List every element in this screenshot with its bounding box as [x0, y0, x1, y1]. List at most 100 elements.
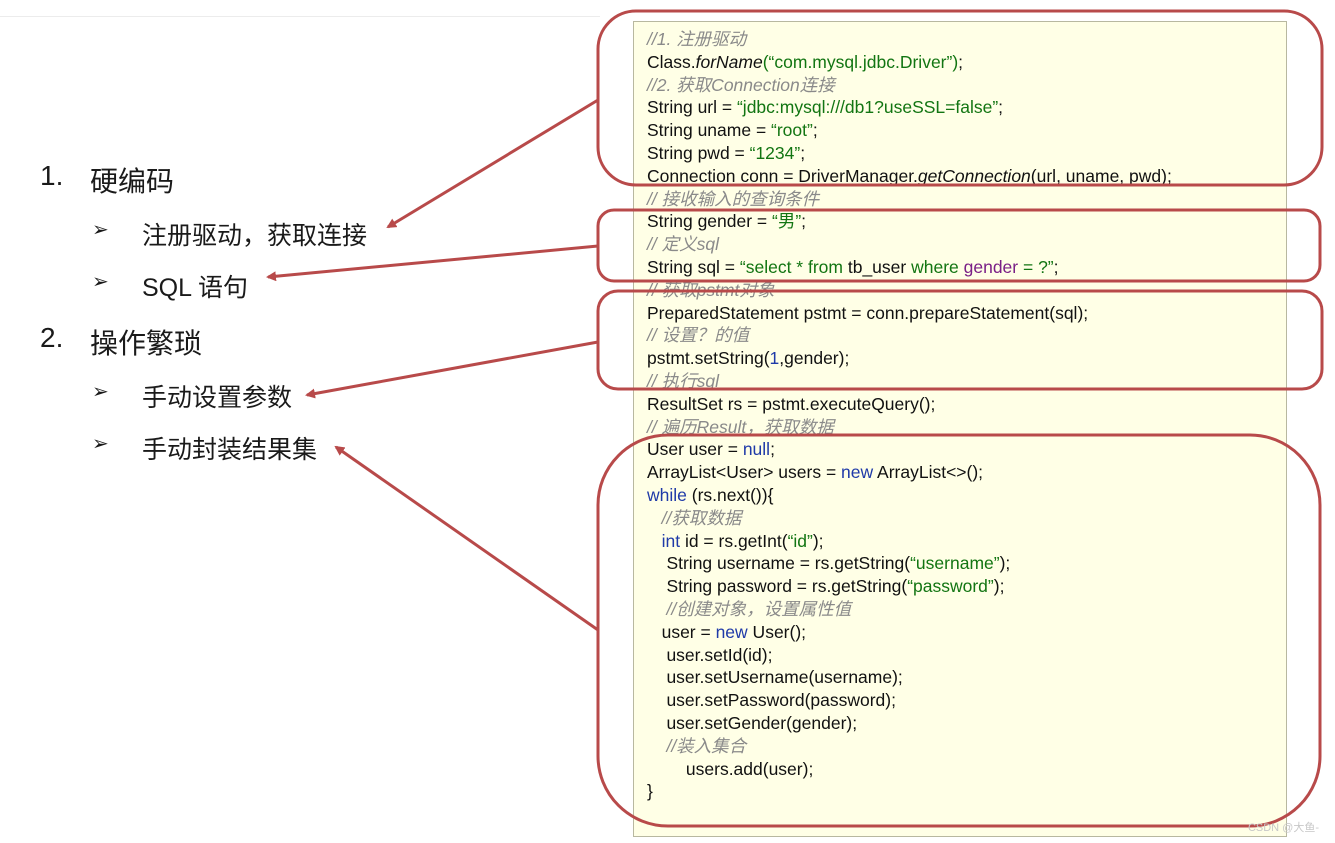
arrow-results [334, 445, 599, 632]
code-token: “username” [910, 553, 1000, 574]
code-line: user.setGender(gender); [647, 712, 857, 735]
code-token: user.setId(id); [647, 644, 773, 665]
arrow-bullet-icon: ➢ [92, 271, 109, 293]
code-line: int id = rs.getInt(“id”); [647, 530, 824, 553]
code-token: // 定义sql [647, 234, 719, 255]
code-token: //创建对象，设置属性值 [666, 599, 852, 619]
code-token: ); [993, 576, 1005, 597]
code-line: String gender = “男”; [647, 210, 806, 233]
code-token: ResultSet rs = pstmt.executeQuery(); [647, 393, 936, 414]
code-line: // 设置？的值 [647, 324, 749, 347]
code-line: //1. 注册驱动 [647, 28, 746, 51]
code-line: while (rs.next()){ [647, 484, 773, 507]
outline-sublabel: 手动封装结果集 [142, 436, 318, 464]
code-token: String sql = [647, 257, 740, 277]
code-token: new [841, 462, 874, 483]
code-token: String gender = [647, 211, 773, 232]
highlight-box-sql [596, 208, 1322, 283]
code-line: String uname = “root”; [647, 119, 818, 142]
arrow-bullet-icon: ➢ [92, 433, 109, 455]
code-line: User user = null; [647, 438, 775, 461]
code-line: ArrayList<User> users = new ArrayList<>(… [647, 461, 983, 484]
code-token: getConnection [917, 165, 1031, 186]
code-token: while [647, 485, 687, 505]
code-token: “男” [772, 211, 802, 232]
code-token: Class. [647, 51, 696, 72]
code-token: // 接收输入的查询条件 [647, 188, 820, 209]
code-line: String password = rs.getString(“password… [647, 575, 1004, 598]
code-token: “1234” [749, 143, 801, 163]
code-token: ,gender); [779, 348, 850, 369]
arrow-connection [386, 98, 599, 229]
code-token: 1 [769, 348, 780, 369]
arrow-bullet-icon: ➢ [92, 219, 109, 241]
code-token: where [906, 257, 964, 277]
code-line: // 遍历Result，获取数据 [647, 416, 834, 439]
code-line: user.setUsername(username); [647, 666, 903, 689]
code-line: user = new User(); [647, 621, 806, 644]
code-token: users.add(user); [647, 758, 814, 779]
code-line: } [647, 780, 653, 803]
code-token: ; [770, 439, 775, 460]
code-token: (url, uname, pwd); [1030, 165, 1172, 186]
code-line: //装入集合 [647, 735, 746, 758]
highlight-box-results [596, 433, 1322, 828]
code-token: ; [1053, 257, 1059, 277]
code-line: String sql = “select * from tb_user wher… [647, 256, 1059, 279]
code-token: pstmt.setString( [647, 348, 770, 369]
code-line: user.setId(id); [647, 644, 772, 667]
code-token: ArrayList<>(); [873, 462, 984, 483]
code-token: “id” [787, 530, 813, 551]
code-token: ); [999, 553, 1011, 574]
code-token: ; [801, 211, 807, 232]
outline-label: 硬编码 [90, 166, 175, 197]
code-token: String username = rs.getString( [647, 553, 911, 574]
code-token: ; [958, 51, 964, 72]
code-token: gender [963, 257, 1019, 277]
outline-number: 2. [40, 322, 64, 353]
code-token: forName [695, 51, 763, 72]
code-token: null [742, 439, 771, 460]
code-line: // 执行sql [647, 370, 719, 393]
code-line: user.setPassword(password); [647, 689, 896, 712]
arrow-sql [266, 244, 599, 282]
highlight-box-connection [596, 9, 1324, 187]
code-token: ; [998, 97, 1004, 118]
code-token: String uname = [647, 120, 772, 141]
code-token: (rs.next()){ [686, 485, 774, 505]
code-token: user.setGender(gender); [647, 713, 858, 733]
code-line: // 定义sql [647, 233, 719, 256]
code-token: = ?” [1018, 257, 1054, 277]
code-token: // 设置？的值 [647, 325, 750, 346]
code-line: Class.forName(“com.mysql.jdbc.Driver”); [647, 51, 963, 74]
code-line: String url = “jdbc:mysql:///db1?useSSL=f… [647, 96, 1003, 119]
code-token: // 遍历Result，获取数据 [647, 416, 834, 437]
code-line: PreparedStatement pstmt = conn.prepareSt… [647, 302, 1088, 325]
code-token: user.setPassword(password); [647, 690, 896, 711]
code-token: //获取数据 [661, 507, 742, 528]
code-line: Connection conn = DriverManager.getConne… [647, 165, 1172, 188]
top-divider [0, 16, 600, 17]
code-line: // 接收输入的查询条件 [647, 188, 819, 211]
code-token: new [715, 621, 748, 642]
code-token: tb_user [847, 257, 907, 277]
code-token: “password” [907, 576, 994, 597]
code-line: pstmt.setString(1,gender); [647, 347, 849, 370]
arrow-params [305, 340, 599, 399]
code-line: users.add(user); [647, 758, 813, 781]
code-token: PreparedStatement pstmt = conn.prepareSt… [647, 302, 1089, 323]
outline-sublabel: 注册驱动，获取连接 [142, 222, 368, 250]
code-token: //1. 注册驱动 [647, 29, 747, 49]
code-token: ArrayList<User> users = [647, 462, 842, 483]
arrow-bullet-icon: ➢ [92, 381, 109, 403]
code-token: ; [812, 120, 818, 141]
outline-number: 1. [40, 160, 64, 191]
code-line: String username = rs.getString(“username… [647, 552, 1010, 575]
code-line: //2. 获取Connection连接 [647, 74, 835, 97]
highlight-box-params [596, 289, 1324, 391]
code-token: user.setUsername(username); [647, 667, 903, 688]
code-token: user = [647, 621, 716, 642]
code-token: User(); [747, 621, 807, 642]
outline-sublabel: SQL 语句 [142, 274, 249, 302]
